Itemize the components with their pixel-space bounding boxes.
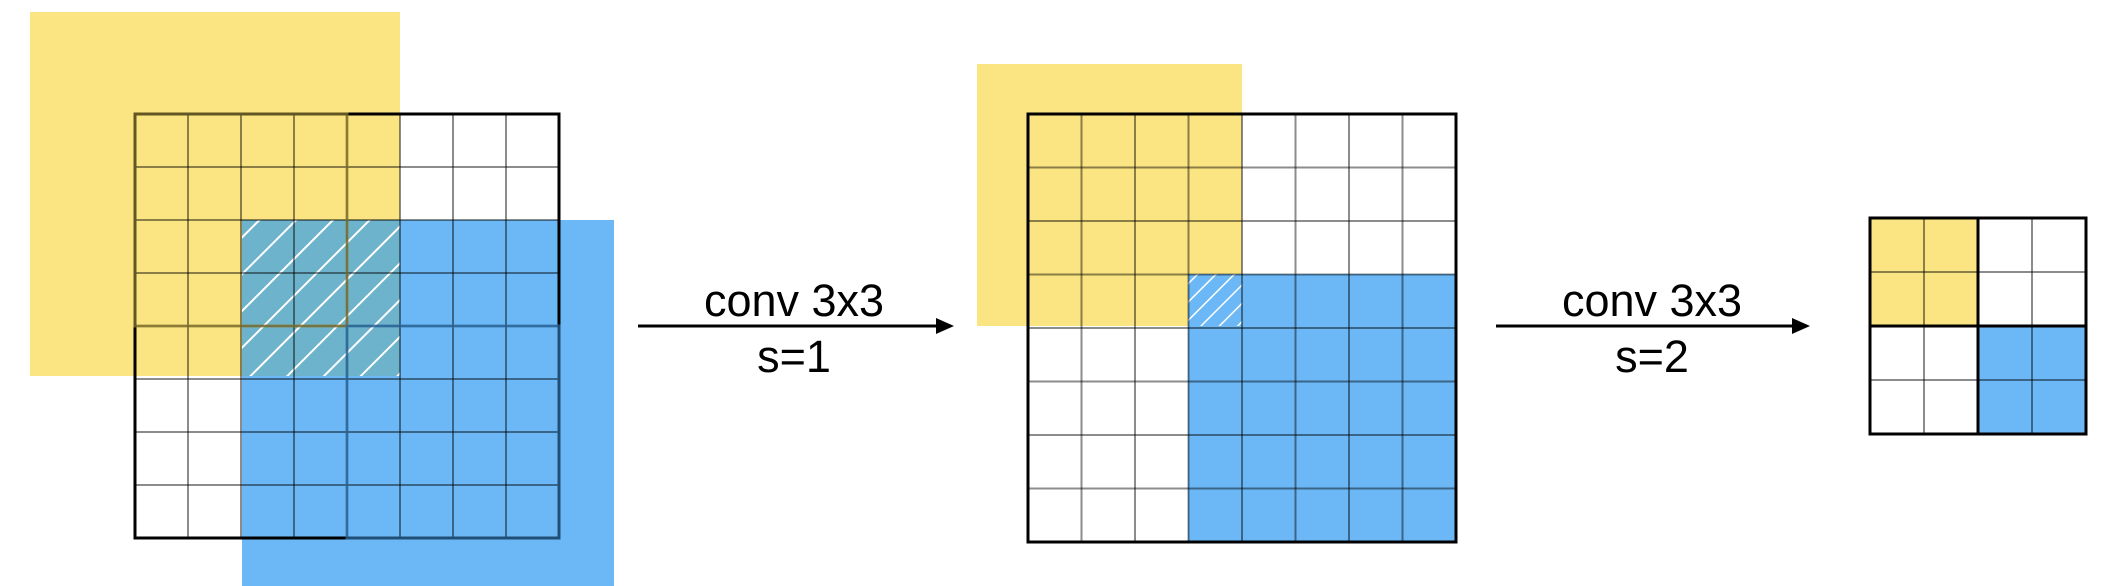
input-blue-window-outline	[345, 324, 561, 540]
output-blue-cells	[1978, 326, 2086, 434]
conv-s1-label: conv 3x3	[704, 275, 884, 326]
intermediate-overlap-hatch	[1188, 274, 1242, 326]
conv-s2-arrow-head	[1792, 318, 1810, 334]
intermediate-stage	[977, 64, 1458, 544]
input-overlap-hatch	[242, 220, 400, 376]
conv-s1-arrow-head	[936, 318, 954, 334]
output-yellow-cells	[1870, 218, 1978, 326]
input-stage	[30, 12, 614, 586]
conv-s2-label: conv 3x3	[1562, 275, 1742, 326]
input-yellow-window-outline	[133, 112, 349, 328]
output-stage	[1868, 216, 2088, 436]
conv-s1-operation: conv 3x3 s=1	[638, 275, 954, 382]
conv-s2-operation: conv 3x3 s=2	[1496, 275, 1810, 382]
intermediate-grid	[1028, 114, 1456, 542]
conv-s1-stride-label: s=1	[757, 331, 831, 382]
conv-s2-stride-label: s=2	[1615, 331, 1689, 382]
intermediate-grid-border	[1026, 112, 1458, 544]
